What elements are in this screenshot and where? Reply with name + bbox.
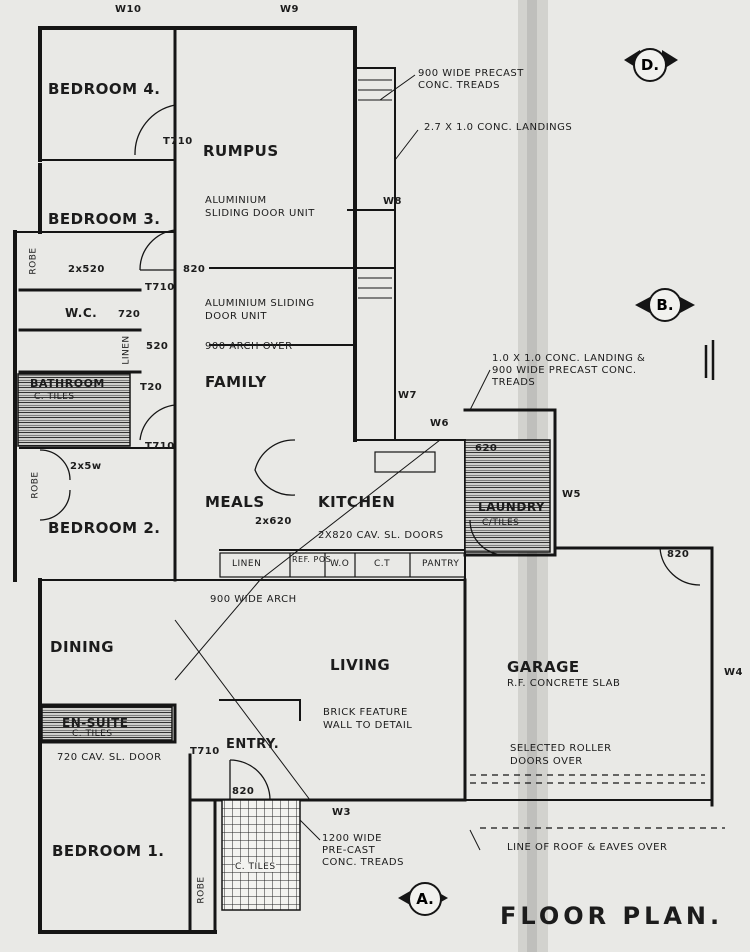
dim-w9: W9 bbox=[280, 4, 299, 15]
note-conc-landings: 2.7 x 1.0 CONC. LANDINGS bbox=[424, 122, 573, 133]
room-bedroom-4: BEDROOM 4. bbox=[48, 80, 161, 98]
note-garage-slab: R.F. CONCRETE SLAB bbox=[507, 678, 621, 689]
walls bbox=[13, 26, 714, 934]
room-rumpus: RUMPUS bbox=[203, 142, 279, 160]
bathroom-tiles bbox=[17, 373, 131, 447]
room-living: LIVING bbox=[330, 656, 391, 674]
dim-t710-a: T710 bbox=[163, 136, 193, 147]
dim-t710-b: T710 bbox=[145, 282, 175, 293]
note-alum-sliding-door: ALUMINIUM SLIDING DOOR UNIT bbox=[205, 195, 315, 219]
dim-w8: W8 bbox=[383, 196, 402, 207]
room-bedroom-3: BEDROOM 3. bbox=[48, 210, 161, 228]
marker-b: B. bbox=[648, 288, 682, 322]
note-arch-over: 900 ARCH OVER bbox=[205, 341, 293, 352]
label-wo: W.O bbox=[330, 559, 350, 569]
label-robe-2: ROBE bbox=[30, 471, 41, 499]
label-pantry: PANTRY bbox=[422, 559, 460, 569]
room-wc: W.C. bbox=[65, 306, 98, 320]
note-alum-sliding-door-2: ALUMINIUM SLIDING DOOR UNIT bbox=[205, 298, 315, 322]
room-bathroom: BATHROOM bbox=[30, 377, 105, 390]
room-laundry: LAUNDRY bbox=[478, 500, 546, 514]
dim-820-b: 820 bbox=[667, 549, 690, 560]
note-brick-feature: BRICK FEATURE WALL TO DETAIL bbox=[323, 707, 413, 731]
dim-t710-c: T710 bbox=[145, 441, 175, 452]
roller-doors bbox=[470, 774, 725, 829]
note-precast-treads-entry: 1200 WIDE PRE-CAST CONC. TREADS bbox=[322, 833, 404, 868]
label-ref-pos: REF. POS bbox=[292, 555, 332, 564]
room-bedroom-1: BEDROOM 1. bbox=[52, 842, 165, 860]
drawing-title: FLOOR PLAN. bbox=[500, 902, 724, 930]
marker-d: D. bbox=[633, 48, 667, 82]
note-precast-treads-top: 900 WIDE PRECAST CONC. TREADS bbox=[418, 68, 524, 91]
room-entry: ENTRY. bbox=[226, 737, 280, 752]
dim-w5: W5 bbox=[562, 489, 581, 500]
label-robe: ROBE bbox=[28, 247, 39, 275]
dim-w6: W6 bbox=[430, 418, 449, 429]
label-bathroom-tiles: C. TILES bbox=[34, 392, 75, 402]
dim-w3: W3 bbox=[332, 807, 351, 818]
label-laundry-tiles: C/TILES bbox=[482, 518, 520, 528]
entry-tiles bbox=[221, 799, 301, 911]
note-landing-laundry: 1.0 x 1.0 CONC. LANDING & 900 WIDE PRECA… bbox=[492, 353, 646, 388]
room-meals: MEALS bbox=[205, 493, 265, 511]
note-roof-eaves: LINE OF ROOF & EAVES OVER bbox=[507, 842, 668, 853]
label-ct: C.T bbox=[374, 559, 391, 569]
room-bedroom-2: BEDROOM 2. bbox=[48, 519, 161, 537]
door-swings bbox=[39, 104, 701, 801]
ensuite-tiles bbox=[41, 706, 173, 741]
label-robe-1: ROBE bbox=[196, 876, 207, 904]
note-wide-arch: 900 WIDE ARCH bbox=[210, 594, 297, 605]
dim-2x620: 2x620 bbox=[255, 516, 292, 527]
label-entry-tiles: C. TILES bbox=[235, 862, 276, 872]
room-garage: GARAGE bbox=[507, 658, 580, 676]
note-cav-sl-doors: 2x820 CAV. SL. DOORS bbox=[318, 530, 444, 541]
note-selected-roller: SELECTED ROLLER DOORS OVER bbox=[510, 743, 612, 767]
dim-620: 620 bbox=[475, 443, 498, 454]
marker-a: A. bbox=[408, 882, 442, 916]
stair-treads bbox=[358, 79, 392, 299]
laundry-tiles bbox=[464, 439, 551, 553]
label-linen-hall: LINEN bbox=[121, 335, 132, 365]
dim-2x520: 2x520 bbox=[68, 264, 105, 275]
dim-520: 520 bbox=[146, 341, 169, 352]
room-ensuite: EN-SUITE bbox=[62, 716, 129, 730]
note-cav-sl-door-ensuite: 720 CAV. SL. DOOR bbox=[57, 752, 162, 763]
dim-w10: W10 bbox=[115, 4, 142, 15]
dim-2x5w: 2x5w bbox=[70, 461, 102, 472]
dim-t720: 720 bbox=[118, 309, 141, 320]
dim-w4: W4 bbox=[724, 667, 743, 678]
kitchen-bench bbox=[219, 451, 466, 578]
label-linen-kitchen: LINEN bbox=[232, 559, 262, 569]
room-dining: DINING bbox=[50, 638, 115, 656]
label-ensuite-tiles: C. TILES bbox=[72, 729, 113, 739]
dim-820-c: 820 bbox=[232, 786, 255, 797]
dim-t20: T20 bbox=[140, 382, 163, 393]
leaders bbox=[299, 74, 491, 851]
dim-t710-d: T710 bbox=[190, 746, 220, 757]
dim-w7: W7 bbox=[398, 390, 417, 401]
dim-820-a: 820 bbox=[183, 264, 206, 275]
room-kitchen: KITCHEN bbox=[318, 493, 396, 511]
room-family: FAMILY bbox=[205, 373, 267, 391]
